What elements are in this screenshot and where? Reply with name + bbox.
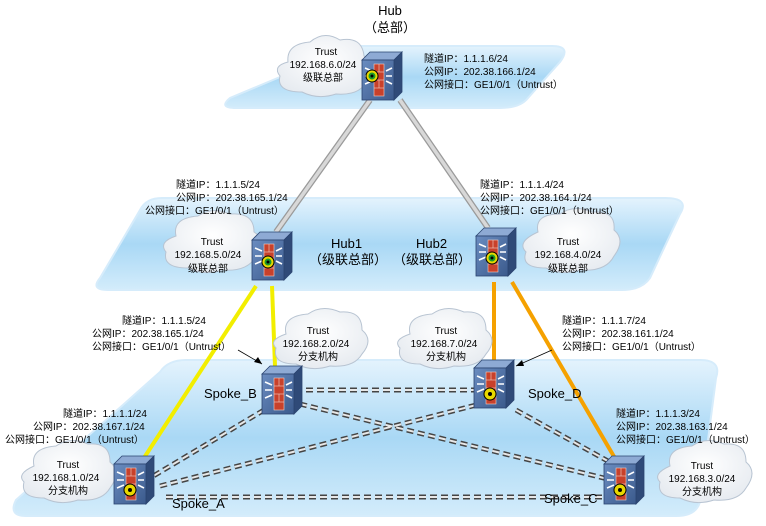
- svg-text:公网接口：GE1/0/1（Untrust）: 公网接口：GE1/0/1（Untrust）: [5, 433, 144, 446]
- svg-text:公网IP：202.38.165.1/24: 公网IP：202.38.165.1/24: [92, 328, 204, 340]
- link-hub1-spokeb: [270, 285, 277, 367]
- cloud-label: Trust: [691, 461, 714, 472]
- spoke-a-firewall[interactable]: [113, 455, 155, 505]
- hub-role: （总部）: [364, 20, 416, 35]
- svg-text:公网IP：202.38.163.1/24: 公网IP：202.38.163.1/24: [616, 421, 728, 433]
- cloud-type: 级联总部: [303, 71, 343, 84]
- svg-text:隧道IP：1.1.1.5/24: 隧道IP：1.1.1.5/24: [122, 314, 206, 327]
- svg-text:公网接口：GE1/0/1（Untrust）: 公网接口：GE1/0/1（Untrust）: [480, 204, 619, 217]
- cloud-subnet: 192.168.1.0/24: [33, 473, 100, 484]
- spoke-d-info: 隧道IP：1.1.1.7/24 公网IP：202.38.161.1/24 公网接…: [562, 314, 701, 353]
- hub1-name: Hub1: [331, 236, 362, 251]
- cloud-label: Trust: [315, 47, 338, 58]
- hub1-firewall[interactable]: [251, 231, 293, 281]
- cloud-subnet: 192.168.2.0/24: [283, 339, 350, 350]
- cloud-subnet: 192.168.4.0/24: [535, 250, 602, 261]
- spoke-b-info: 隧道IP：1.1.1.5/24 公网IP：202.38.165.1/24 公网接…: [92, 314, 231, 353]
- svg-text:隧道IP：1.1.1.3/24: 隧道IP：1.1.1.3/24: [616, 407, 700, 420]
- hub-firewall[interactable]: [361, 51, 403, 101]
- svg-text:公网接口：GE1/0/1（Untrust）: 公网接口：GE1/0/1（Untrust）: [424, 78, 563, 91]
- cloud-label: Trust: [435, 326, 458, 337]
- hub2-firewall[interactable]: [475, 227, 517, 277]
- svg-text:公网IP：202.38.165.1/24: 公网IP：202.38.165.1/24: [176, 192, 288, 204]
- cloud-label: Trust: [307, 326, 330, 337]
- spoke-c-name: Spoke_C: [544, 491, 597, 506]
- spoke-b-name: Spoke_B: [204, 386, 257, 401]
- svg-text:公网接口：GE1/0/1（Untrust）: 公网接口：GE1/0/1（Untrust）: [145, 204, 284, 217]
- svg-text:公网IP：202.38.161.1/24: 公网IP：202.38.161.1/24: [562, 328, 674, 340]
- spoke-b-firewall[interactable]: [261, 365, 303, 415]
- hub2-name: Hub2: [416, 236, 447, 251]
- svg-text:公网IP：202.38.164.1/24: 公网IP：202.38.164.1/24: [480, 192, 592, 204]
- svg-text:公网IP：202.38.167.1/24: 公网IP：202.38.167.1/24: [33, 421, 145, 433]
- cloud-spoke-a: Trust 192.168.1.0/24 分支机构: [21, 440, 117, 504]
- cloud-hub: Trust 192.168.6.0/24 级联总部: [276, 35, 373, 98]
- svg-text:隧道IP：1.1.1.5/24: 隧道IP：1.1.1.5/24: [176, 178, 260, 191]
- spoke-d-name: Spoke_D: [528, 386, 581, 401]
- cloud-spoke-d: Trust 192.168.7.0/24 分支机构: [397, 308, 493, 370]
- cloud-subnet: 192.168.7.0/24: [411, 339, 478, 350]
- hub-name: Hub: [378, 3, 402, 18]
- svg-text:公网IP：202.38.166.1/24: 公网IP：202.38.166.1/24: [424, 66, 536, 78]
- cloud-label: Trust: [557, 237, 580, 248]
- hub-info: 隧道IP：1.1.1.6/24 公网IP：202.38.166.1/24 公网接…: [424, 52, 563, 91]
- link-hub2-spokec: [510, 280, 618, 462]
- link-hub1-spokea: [138, 284, 258, 466]
- cloud-type: 分支机构: [48, 484, 88, 497]
- svg-text:公网接口：GE1/0/1（Untrust）: 公网接口：GE1/0/1（Untrust）: [92, 340, 231, 353]
- svg-text:公网接口：GE1/0/1（Untrust）: 公网接口：GE1/0/1（Untrust）: [562, 340, 701, 353]
- cloud-label: Trust: [57, 460, 80, 471]
- cloud-type: 级联总部: [188, 262, 228, 275]
- cloud-type: 分支机构: [298, 350, 338, 363]
- hub1-info: 隧道IP：1.1.1.5/24 公网IP：202.38.165.1/24 公网接…: [145, 178, 288, 217]
- cloud-type: 分支机构: [426, 350, 466, 363]
- cloud-subnet: 192.168.5.0/24: [175, 250, 242, 261]
- cloud-spoke-c: Trust 192.168.3.0/24 分支机构: [657, 440, 753, 504]
- svg-text:隧道IP：1.1.1.4/24: 隧道IP：1.1.1.4/24: [480, 178, 564, 191]
- svg-text:隧道IP：1.1.1.6/24: 隧道IP：1.1.1.6/24: [424, 52, 508, 65]
- cloud-hub1: Trust 192.168.5.0/24 级联总部: [163, 210, 262, 275]
- hub2-role: （级联总部）: [393, 252, 471, 267]
- spoke-a-name: Spoke_A: [172, 496, 225, 511]
- cloud-subnet: 192.168.3.0/24: [669, 474, 736, 485]
- spoke-a-info: 隧道IP：1.1.1.1/24 公网IP：202.38.167.1/24 公网接…: [5, 407, 147, 446]
- hub1-role: （级联总部）: [309, 252, 387, 267]
- cloud-hub2: Trust 192.168.4.0/24 级联总部: [522, 208, 621, 275]
- cloud-label: Trust: [201, 237, 224, 248]
- spoke-c-info: 隧道IP：1.1.1.3/24 公网IP：202.38.163.1/24 公网接…: [616, 407, 755, 446]
- cloud-type: 级联总部: [548, 262, 588, 275]
- hub2-info: 隧道IP：1.1.1.4/24 公网IP：202.38.164.1/24 公网接…: [480, 178, 619, 217]
- spoke-d-firewall[interactable]: [473, 359, 515, 409]
- link-lines: [138, 98, 626, 500]
- spoke-c-firewall[interactable]: [603, 455, 645, 505]
- cloud-type: 分支机构: [682, 485, 722, 498]
- svg-text:公网接口：GE1/0/1（Untrust）: 公网接口：GE1/0/1（Untrust）: [616, 433, 755, 446]
- cloud-spoke-b: Trust 192.168.2.0/24 分支机构: [273, 308, 369, 370]
- svg-text:隧道IP：1.1.1.1/24: 隧道IP：1.1.1.1/24: [63, 407, 147, 420]
- svg-text:隧道IP：1.1.1.7/24: 隧道IP：1.1.1.7/24: [562, 314, 646, 327]
- cloud-subnet: 192.168.6.0/24: [290, 60, 357, 71]
